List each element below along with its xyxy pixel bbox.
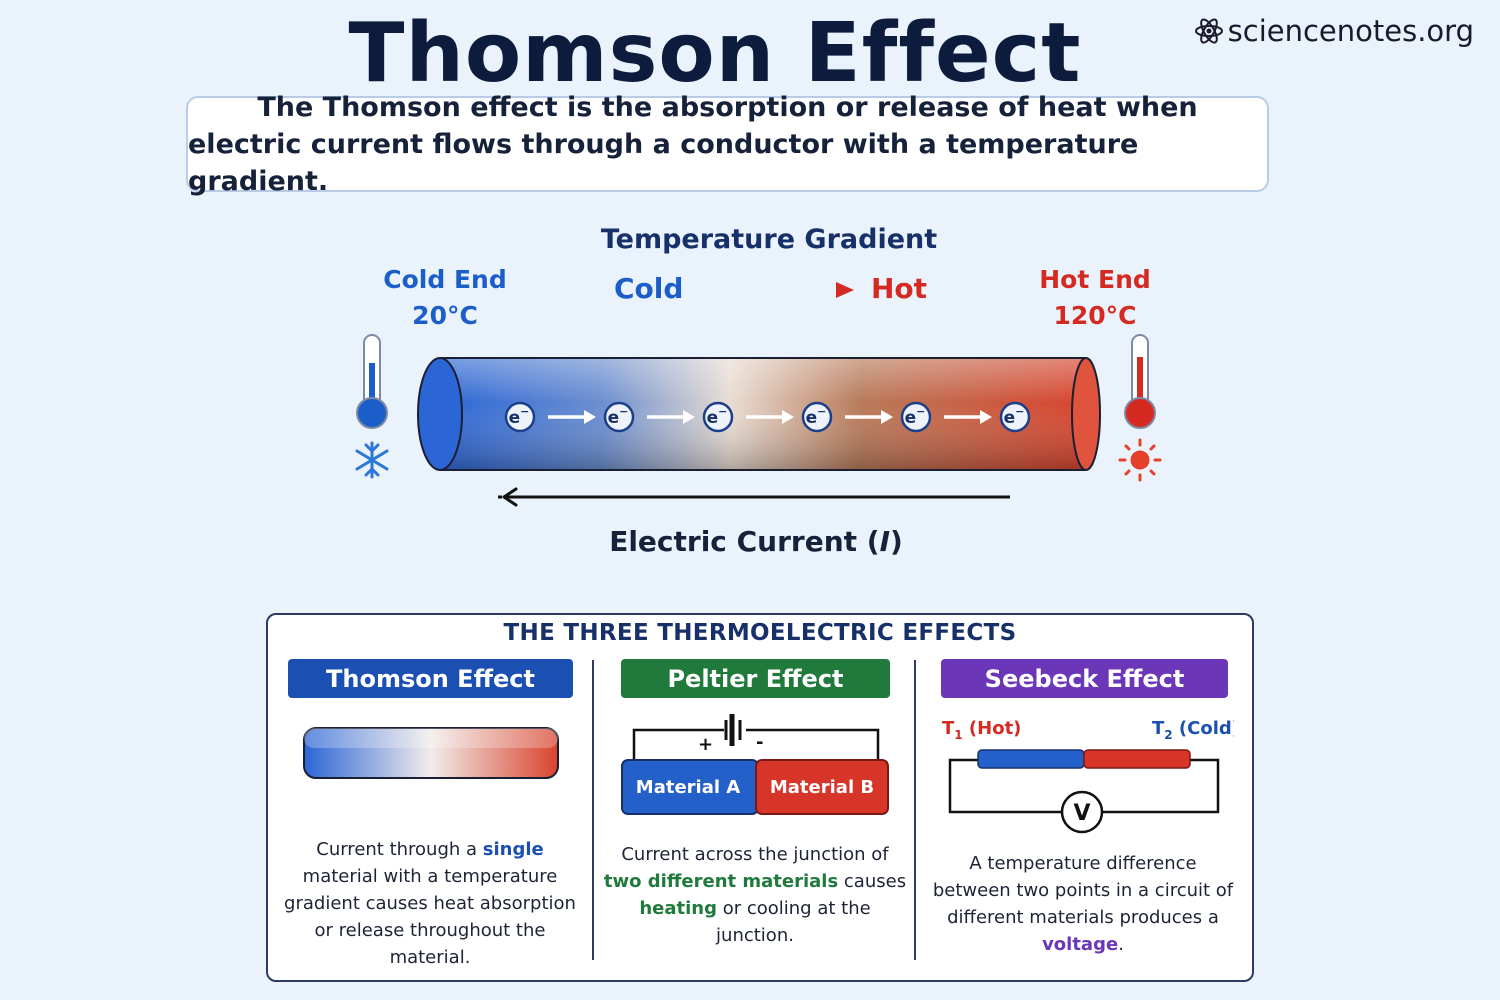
electron-icon: e− bbox=[801, 401, 833, 433]
seebeck-material-blue bbox=[977, 749, 1085, 769]
electron-flow: e− e− e− e− e− e− bbox=[504, 401, 1031, 433]
t2-main: T bbox=[1152, 718, 1165, 739]
thomson-header: Thomson Effect bbox=[288, 659, 573, 698]
thomson-rod-illustration bbox=[303, 727, 559, 779]
electron-icon: e− bbox=[702, 401, 734, 433]
gradient-arrow bbox=[695, 282, 854, 298]
panel-divider bbox=[592, 660, 594, 960]
peltier-header: Peltier Effect bbox=[621, 659, 890, 698]
electron-icon: e− bbox=[504, 401, 536, 433]
thomson-desc-text: material with a temperature gradient cau… bbox=[284, 866, 576, 968]
electron-icon: e− bbox=[603, 401, 635, 433]
cold-end-title: Cold End bbox=[383, 265, 507, 294]
cold-end-temp: 20°C bbox=[412, 301, 478, 330]
peltier-desc-text: or cooling at the junction. bbox=[716, 898, 871, 946]
seebeck-illustration: T1 (Hot) T2 (Cold) V bbox=[942, 718, 1234, 834]
seebeck-desc-highlight: voltage bbox=[1042, 934, 1119, 955]
seebeck-material-red bbox=[1083, 749, 1191, 769]
definition-line-1: The Thomson effect is the absorption or … bbox=[257, 91, 1198, 123]
seebeck-header: Seebeck Effect bbox=[941, 659, 1228, 698]
battery-icon bbox=[724, 714, 742, 746]
rod-diagram: e− e− e− e− e− e− bbox=[355, 334, 1162, 507]
site-watermark: sciencenotes.org bbox=[1194, 14, 1474, 48]
site-name: sciencenotes.org bbox=[1227, 14, 1474, 48]
definition-line-2: electric current flows through a conduct… bbox=[188, 128, 1139, 197]
seebeck-circuit bbox=[948, 758, 1220, 814]
atom-icon bbox=[1194, 18, 1223, 44]
t2-sub: 2 bbox=[1164, 728, 1172, 742]
electron-arrow bbox=[647, 410, 695, 424]
gradient-cold-label: Cold bbox=[614, 272, 684, 305]
t2-label: T2 (Cold) bbox=[1152, 718, 1234, 742]
peltier-illustration: + - Material A Material B bbox=[621, 714, 889, 815]
hot-end-label: Hot End 120°C bbox=[1030, 262, 1160, 334]
peltier-desc-highlight: heating bbox=[639, 898, 717, 919]
thomson-desc-highlight: single bbox=[482, 839, 544, 860]
snowflake-icon bbox=[355, 441, 389, 479]
definition-box: The Thomson effect is the absorption or … bbox=[186, 92, 1269, 197]
t1-main: T bbox=[942, 718, 955, 739]
effects-panel-title: THE THREE THERMOELECTRIC EFFECTS bbox=[503, 620, 1017, 646]
material-b-block bbox=[755, 759, 889, 815]
cold-end-label: Cold End 20°C bbox=[380, 262, 510, 334]
seebeck-description: A temperature difference between two poi… bbox=[928, 850, 1238, 958]
voltmeter-icon bbox=[1060, 790, 1104, 834]
hot-end-title: Hot End bbox=[1039, 265, 1151, 294]
battery-circuit bbox=[632, 728, 880, 760]
gradient-hot-label: Hot bbox=[871, 272, 928, 305]
voltmeter-label: V bbox=[1073, 801, 1090, 826]
hot-end-temp: 120°C bbox=[1053, 301, 1137, 330]
thomson-description: Current through a single material with a… bbox=[280, 836, 580, 971]
t1-tail: (Hot) bbox=[963, 718, 1022, 739]
battery-minus: - bbox=[756, 732, 763, 753]
electron-icon: e− bbox=[999, 401, 1031, 433]
page-title: Thomson Effect bbox=[348, 6, 1082, 101]
gradient-title: Temperature Gradient bbox=[600, 224, 938, 255]
thermometer-cold-icon bbox=[356, 334, 388, 429]
electron-arrow bbox=[548, 410, 596, 424]
material-a-label: Material A bbox=[636, 777, 741, 798]
electron-arrow bbox=[944, 410, 992, 424]
peltier-desc-text: Current across the junction of bbox=[621, 844, 889, 865]
electron-icon: e− bbox=[900, 401, 932, 433]
electron-arrow bbox=[845, 410, 893, 424]
thomson-desc-text: Current through a bbox=[316, 839, 483, 860]
peltier-desc-highlight: two different materials bbox=[603, 871, 839, 892]
t1-label: T1 (Hot) bbox=[942, 718, 1021, 742]
t1-sub: 1 bbox=[954, 728, 962, 742]
peltier-description: Current across the junction of two diffe… bbox=[600, 841, 910, 949]
material-b-label: Material B bbox=[770, 777, 874, 798]
sun-icon bbox=[1118, 438, 1162, 482]
current-label: Electric Current (I) bbox=[0, 525, 1500, 558]
electron-arrow bbox=[746, 410, 794, 424]
panel-divider bbox=[914, 660, 916, 960]
current-symbol: I bbox=[879, 525, 891, 558]
t2-tail: (Cold) bbox=[1173, 718, 1234, 739]
peltier-desc-text: causes bbox=[838, 871, 907, 892]
thermometer-hot-icon bbox=[1124, 334, 1156, 429]
conductor-rod bbox=[417, 357, 1101, 471]
seebeck-desc-text: . bbox=[1118, 934, 1124, 955]
current-label-suffix: ) bbox=[890, 525, 903, 558]
battery-plus: + bbox=[698, 734, 713, 755]
current-label-prefix: Electric Current ( bbox=[609, 525, 880, 558]
current-arrow bbox=[498, 487, 1010, 507]
seebeck-desc-text: A temperature difference between two poi… bbox=[932, 853, 1234, 928]
